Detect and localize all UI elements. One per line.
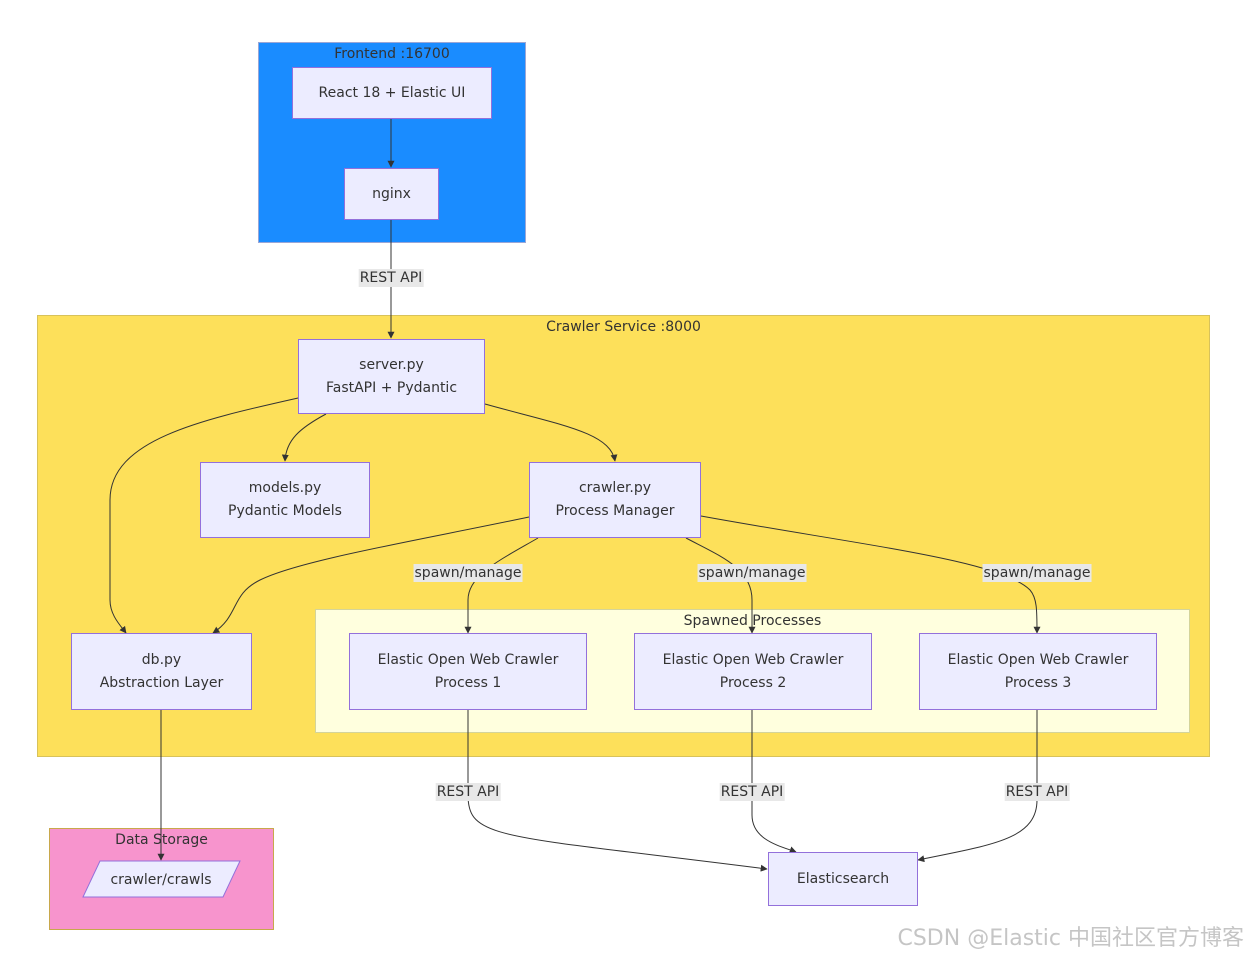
frontend-group-title: Frontend :16700 xyxy=(334,46,450,62)
process-1-node: Elastic Open Web Crawler Process 1 xyxy=(349,633,587,710)
nginx-node-line-1: nginx xyxy=(372,185,411,202)
db-node-line-1: db.py xyxy=(141,651,182,668)
crawler-node-line-1: crawler.py xyxy=(578,480,652,496)
edge-label-process-3-elasticsearch: REST API xyxy=(1004,783,1070,801)
crawls-datastore-shape xyxy=(82,860,241,898)
edge-label-process-2-elasticsearch: REST API xyxy=(719,783,785,801)
crawls-datastore-label: crawler/crawls xyxy=(110,872,211,888)
edge-crawler-process2 xyxy=(685,537,756,634)
crawler-service-group-title: Crawler Service :8000 xyxy=(546,319,701,335)
edge-server-models xyxy=(281,413,327,462)
nginx-node: nginx xyxy=(344,168,439,220)
edge-label-process-1-elasticsearch: REST API xyxy=(435,783,501,801)
server-node-line-2: FastAPI + Pydantic xyxy=(325,379,458,396)
edge-process3-elasticsearch xyxy=(917,710,1038,863)
edge-process1-elasticsearch xyxy=(467,710,768,872)
process-1-node-line-2: Process 1 xyxy=(434,674,502,691)
edge-process2-elasticsearch xyxy=(751,710,797,854)
process-3-node-line-1: Elastic Open Web Crawler xyxy=(947,651,1129,668)
process-2-node-line-2: Process 2 xyxy=(719,674,787,691)
edge-label-spawn-process-3: spawn/manage xyxy=(982,564,1092,582)
react-node: React 18 + Elastic UI xyxy=(292,67,492,119)
edge-crawler-db xyxy=(212,516,530,634)
process-1-node-line-1: Elastic Open Web Crawler xyxy=(377,651,559,668)
process-3-node: Elastic Open Web Crawler Process 3 xyxy=(919,633,1157,710)
db-node: db.py Abstraction Layer xyxy=(71,633,252,710)
watermark: CSDN @Elastic 中国社区官方博客 xyxy=(897,926,1244,951)
models-node-line-1: models.py xyxy=(248,480,322,496)
react-node-line-1: React 18 + Elastic UI xyxy=(318,84,466,101)
edge-label-nginx-server: REST API xyxy=(358,269,424,287)
process-2-node: Elastic Open Web Crawler Process 2 xyxy=(634,633,872,710)
models-node-line-2: Pydantic Models xyxy=(228,503,342,519)
crawler-node-line-2: Process Manager xyxy=(555,503,675,519)
server-node-line-1: server.py xyxy=(359,356,424,373)
edge-label-spawn-process-2: spawn/manage xyxy=(697,564,807,582)
crawler-node: crawler.py Process Manager xyxy=(529,462,701,538)
edge-server-db xyxy=(109,397,299,634)
edge-crawler-process1 xyxy=(464,537,539,634)
models-node: models.py Pydantic Models xyxy=(200,462,370,538)
elasticsearch-node: Elasticsearch xyxy=(768,852,918,906)
edge-server-crawler xyxy=(484,403,618,462)
server-node: server.py FastAPI + Pydantic xyxy=(298,339,485,414)
elasticsearch-node-line-1: Elasticsearch xyxy=(796,870,890,887)
process-3-node-line-2: Process 3 xyxy=(1004,674,1072,691)
db-node-line-2: Abstraction Layer xyxy=(99,674,224,691)
edge-label-spawn-process-1: spawn/manage xyxy=(413,564,523,582)
process-2-node-line-1: Elastic Open Web Crawler xyxy=(662,651,844,668)
